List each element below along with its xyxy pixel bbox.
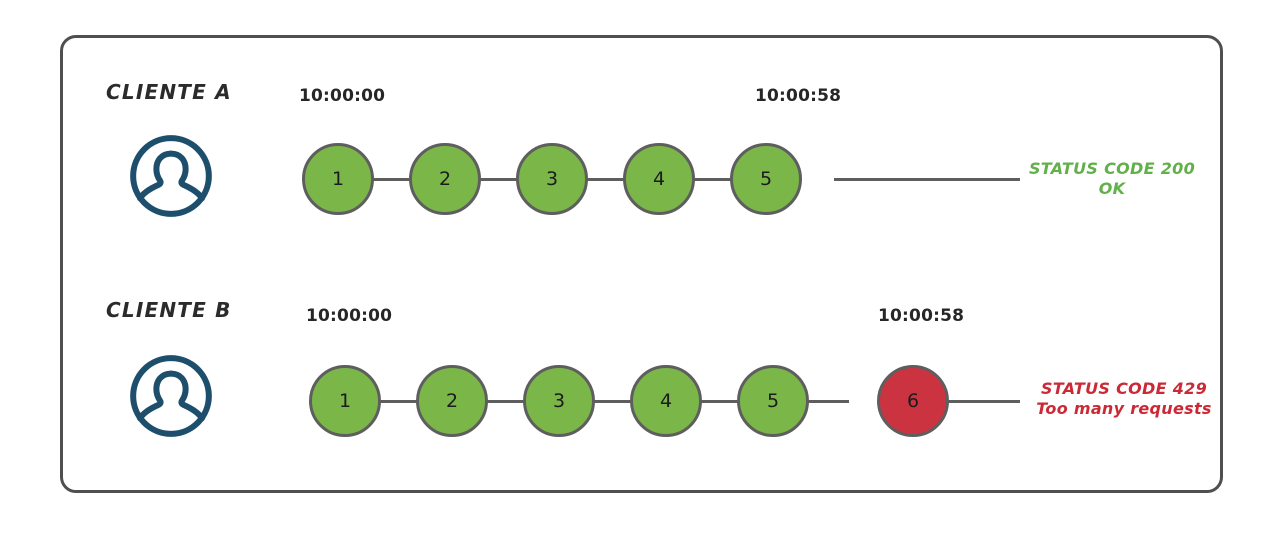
request-node[interactable]: 4 [623, 143, 695, 215]
status-line-2: Too many requests [1036, 399, 1212, 418]
client-label-a: CLIENTE A [106, 80, 232, 104]
user-avatar-icon [128, 133, 214, 219]
request-node[interactable]: 3 [516, 143, 588, 215]
status-line-2: OK [1098, 179, 1126, 198]
chain-link [691, 178, 735, 181]
user-avatar-icon [128, 353, 214, 439]
chain-link [698, 400, 742, 403]
chain-link [477, 178, 521, 181]
status-label-b: STATUS CODE 429 Too many requests [1026, 379, 1222, 419]
request-node-blocked[interactable]: 6 [877, 365, 949, 437]
status-line-1: STATUS CODE 200 [1028, 159, 1196, 178]
timestamp-end-a: 10:00:58 [755, 86, 842, 106]
timestamp-start-a: 10:00:00 [299, 86, 386, 106]
request-node[interactable]: 2 [409, 143, 481, 215]
request-node[interactable]: 4 [630, 365, 702, 437]
status-label-a: STATUS CODE 200 OK [1026, 159, 1198, 199]
timestamp-end-b: 10:00:58 [878, 306, 965, 326]
chain-link [377, 400, 421, 403]
diagram-frame [60, 35, 1223, 493]
request-node[interactable]: 1 [309, 365, 381, 437]
chain-tail-a [834, 178, 1020, 181]
request-node[interactable]: 1 [302, 143, 374, 215]
chain-link [584, 178, 628, 181]
request-node[interactable]: 5 [737, 365, 809, 437]
chain-link [484, 400, 528, 403]
status-line-1: STATUS CODE 429 [1040, 379, 1208, 398]
request-node[interactable]: 3 [523, 365, 595, 437]
chain-link [805, 400, 849, 403]
request-node[interactable]: 5 [730, 143, 802, 215]
chain-tail-b [948, 400, 1020, 403]
chain-link [370, 178, 414, 181]
client-label-b: CLIENTE B [106, 298, 232, 322]
timestamp-start-b: 10:00:00 [306, 306, 393, 326]
request-node[interactable]: 2 [416, 365, 488, 437]
chain-link [591, 400, 635, 403]
